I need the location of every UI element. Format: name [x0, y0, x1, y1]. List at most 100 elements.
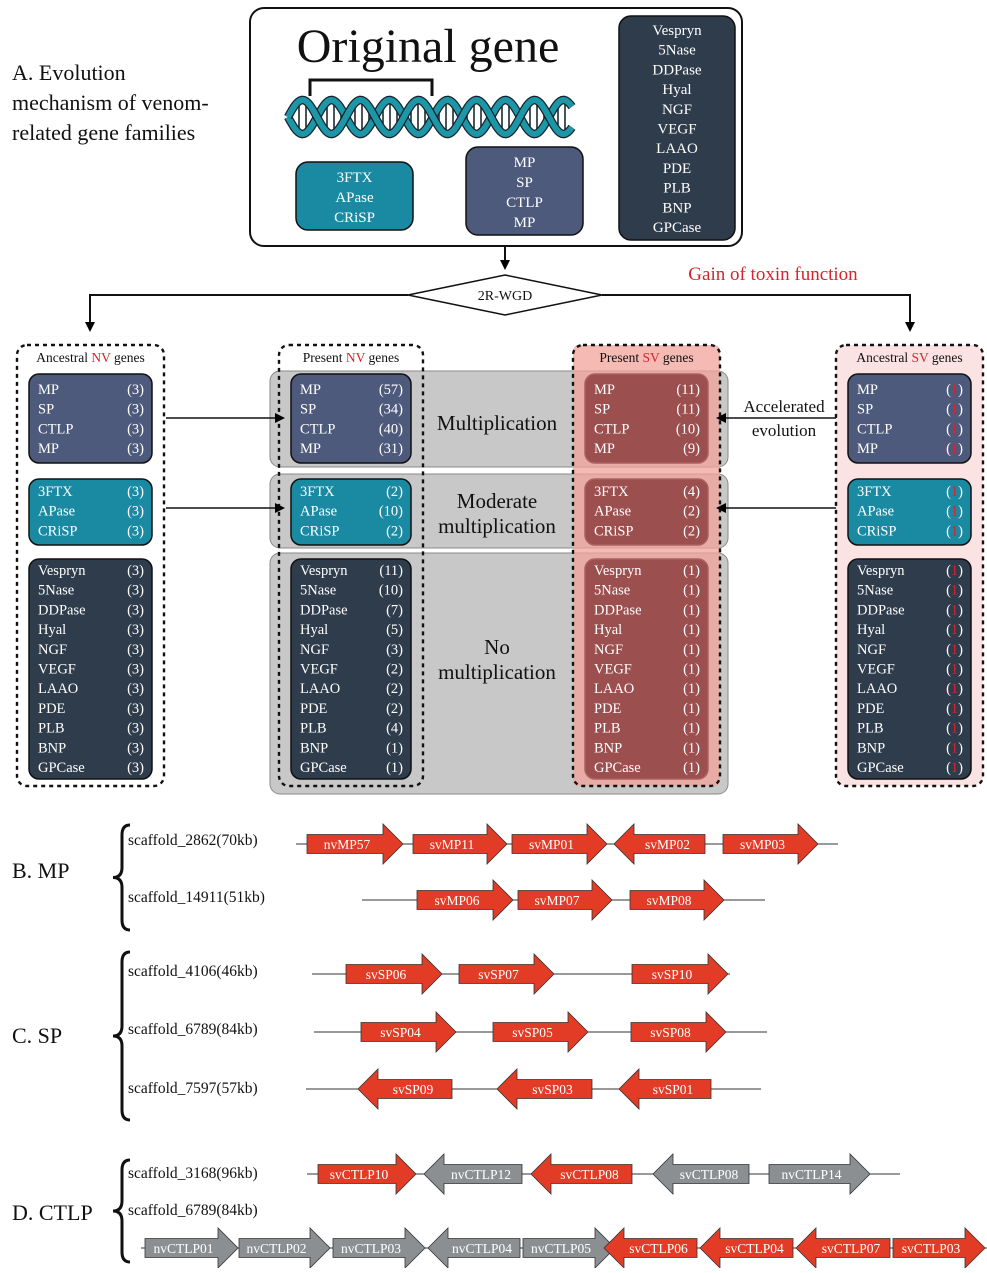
scaffold-name: scaffold_3168(96kb) — [128, 1165, 258, 1182]
gene-arrow-label: svCTLP06 — [629, 1241, 688, 1256]
gene-arrow-label: svMP01 — [529, 837, 574, 852]
gene-name: DDPase — [594, 602, 642, 618]
gene-arrow-label: svSP09 — [393, 1082, 434, 1097]
original-gene-name: DDPase — [652, 62, 702, 78]
gene-count: (3) — [127, 504, 144, 520]
dna-bracket — [308, 78, 434, 96]
gene-arrow-label: svCTLP03 — [902, 1241, 961, 1256]
gene-arrow — [416, 879, 514, 921]
gene-name: CRiSP — [857, 523, 897, 539]
original-gene-name: APase — [335, 190, 374, 206]
gene-count: (1) — [946, 721, 963, 737]
gene-name: CRiSP — [594, 523, 634, 539]
dna-helix-icon — [284, 95, 576, 139]
column-title-part: SV — [911, 350, 929, 365]
count-paren: ) — [958, 740, 963, 756]
gene-name: LAAO — [38, 681, 78, 697]
gene-count: (1) — [683, 662, 700, 678]
original-gene-name: Vespryn — [652, 23, 702, 39]
gene-name: 5Nase — [857, 583, 893, 599]
column-dashed-border — [15, 343, 166, 788]
column-title: Ancestral SV genes — [856, 350, 962, 365]
flow-arrow-left — [85, 294, 408, 332]
column-dashed-border — [571, 343, 722, 788]
flow-arrow-right — [602, 294, 915, 332]
column-title-part: NV — [91, 350, 111, 365]
gene-count: (1) — [946, 382, 963, 398]
gene-arrow — [458, 953, 555, 995]
column-title-part: Present — [303, 350, 346, 365]
gene-count: (11) — [676, 382, 700, 398]
accelerated-label: evolution — [752, 421, 817, 440]
gene-count: (10) — [379, 583, 403, 599]
gene-name: CTLP — [38, 421, 73, 437]
count-paren: ) — [958, 642, 963, 658]
gene-count: (10) — [676, 421, 700, 437]
original-gene-name: LAAO — [656, 141, 698, 157]
gene-arrow-label: svCTLP04 — [725, 1241, 784, 1256]
column-title-part: NV — [346, 350, 366, 365]
gene-name: MP — [594, 382, 615, 398]
gene-name: PDE — [594, 701, 622, 717]
gene-name: MP — [300, 441, 321, 457]
gene-count: (1) — [683, 701, 700, 717]
gene-arrow-label: nvCTLP04 — [452, 1241, 512, 1256]
count-paren: ( — [946, 740, 951, 756]
gene-name: PLB — [300, 721, 327, 737]
gene-count: (4) — [683, 484, 700, 500]
gene-arrow — [629, 879, 725, 921]
gene-group-box — [847, 558, 972, 780]
gene-arrow-label: svMP03 — [740, 837, 785, 852]
gene-count: (40) — [379, 421, 403, 437]
gene-name: Vespryn — [857, 563, 905, 579]
original-gene-name: VEGF — [657, 122, 696, 138]
gene-arrow — [517, 879, 613, 921]
gene-arrow-label: svSP04 — [380, 1025, 421, 1040]
column-title-part: genes — [660, 350, 694, 365]
gene-count: (10) — [379, 504, 403, 520]
count-paren: ) — [958, 402, 963, 418]
gene-count: (34) — [379, 402, 403, 418]
count-paren: ) — [958, 701, 963, 717]
scaffold-name: scaffold_4106(46kb) — [128, 963, 258, 980]
gene-count: (1) — [946, 441, 963, 457]
count-paren: ) — [958, 681, 963, 697]
gene-count: (3) — [127, 681, 144, 697]
gene-count: (7) — [386, 602, 403, 618]
gene-name: Hyal — [300, 622, 328, 638]
gene-group-box — [584, 558, 709, 780]
gene-arrow-label: nvMP57 — [324, 837, 371, 852]
original-gene-name: PDE — [663, 161, 691, 177]
count-value: 1 — [951, 563, 958, 579]
count-paren: ) — [958, 523, 963, 539]
gene-arrow — [892, 1227, 986, 1269]
gene-count: (3) — [127, 740, 144, 756]
gene-arrow — [603, 1227, 698, 1269]
count-value: 1 — [951, 402, 958, 418]
gene-count: (3) — [127, 583, 144, 599]
gene-name: BNP — [300, 740, 328, 756]
gene-count: (3) — [127, 701, 144, 717]
column-title-part: Ancestral — [856, 350, 911, 365]
gene-count: (2) — [386, 701, 403, 717]
gene-count: (1) — [683, 563, 700, 579]
gene-name: SP — [594, 402, 610, 418]
count-value: 1 — [951, 441, 958, 457]
gene-name: MP — [38, 441, 59, 457]
gene-name: Hyal — [594, 622, 622, 638]
gene-arrow-label: nvCTLP05 — [531, 1241, 591, 1256]
gene-count: (1) — [683, 760, 700, 776]
gene-name: VEGF — [594, 662, 632, 678]
original-gene-name: Hyal — [662, 82, 691, 98]
gene-name: Vespryn — [594, 563, 642, 579]
gene-arrow — [144, 1227, 239, 1269]
gene-count: (1) — [386, 760, 403, 776]
gene-name: PDE — [38, 701, 66, 717]
gene-arrow — [238, 1227, 331, 1269]
count-paren: ( — [946, 602, 951, 618]
gene-count: (1) — [946, 504, 963, 520]
